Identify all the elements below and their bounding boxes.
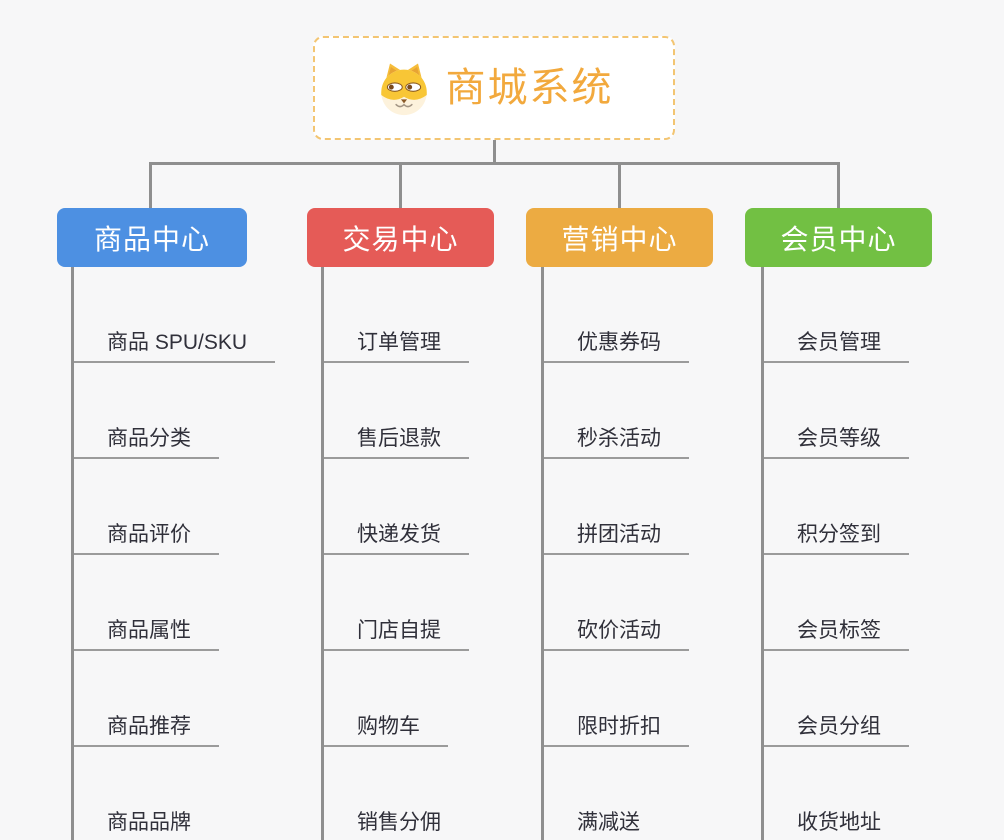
leaf-node[interactable]: 商品属性: [74, 555, 219, 651]
branch-children-marketing-center: 优惠券码 秒杀活动 拼团活动 砍价活动 限时折扣 满减送: [541, 267, 689, 840]
branch-box-trade-center[interactable]: 交易中心: [307, 208, 494, 267]
connector-drop: [399, 162, 402, 208]
root-node[interactable]: 商城系统: [313, 36, 675, 140]
leaf-node[interactable]: 售后退款: [324, 363, 469, 459]
dog-face-icon: [375, 60, 433, 116]
leaf-node[interactable]: 商品品牌: [74, 747, 219, 840]
leaf-node[interactable]: 商品推荐: [74, 651, 219, 747]
leaf-node[interactable]: 销售分佣: [324, 747, 469, 840]
branch-box-product-center[interactable]: 商品中心: [57, 208, 247, 267]
connector-drop: [618, 162, 621, 208]
connector-rail: [149, 162, 840, 165]
leaf-node[interactable]: 商品评价: [74, 459, 219, 555]
branch-children-product-center: 商品 SPU/SKU 商品分类 商品评价 商品属性 商品推荐 商品品牌: [71, 267, 276, 840]
leaf-node[interactable]: 限时折扣: [544, 651, 689, 747]
leaf-node[interactable]: 秒杀活动: [544, 363, 689, 459]
branch-children-member-center: 会员管理 会员等级 积分签到 会员标签 会员分组 收货地址: [761, 267, 909, 840]
leaf-node[interactable]: 会员等级: [764, 363, 909, 459]
leaf-node[interactable]: 砍价活动: [544, 555, 689, 651]
leaf-node[interactable]: 收货地址: [764, 747, 909, 840]
connector-drop: [837, 162, 840, 208]
leaf-node[interactable]: 拼团活动: [544, 459, 689, 555]
leaf-node[interactable]: 满减送: [544, 747, 668, 840]
branch-box-marketing-center[interactable]: 营销中心: [526, 208, 713, 267]
leaf-node[interactable]: 会员管理: [764, 267, 909, 363]
leaf-node[interactable]: 商品 SPU/SKU: [74, 267, 276, 363]
leaf-node[interactable]: 会员分组: [764, 651, 909, 747]
leaf-node[interactable]: 门店自提: [324, 555, 469, 651]
root-title: 商城系统: [445, 66, 614, 110]
leaf-node[interactable]: 会员标签: [764, 555, 909, 651]
connector-drop: [149, 162, 152, 208]
branch-children-trade-center: 订单管理 售后退款 快递发货 门店自提 购物车 销售分佣: [321, 267, 469, 840]
branch-box-member-center[interactable]: 会员中心: [745, 208, 932, 267]
leaf-node[interactable]: 订单管理: [324, 267, 469, 363]
leaf-node[interactable]: 商品分类: [74, 363, 219, 459]
connector-root-stub: [493, 140, 496, 165]
leaf-node[interactable]: 积分签到: [764, 459, 909, 555]
leaf-node[interactable]: 购物车: [324, 651, 448, 747]
leaf-node[interactable]: 优惠券码: [544, 267, 689, 363]
leaf-node[interactable]: 快递发货: [324, 459, 469, 555]
